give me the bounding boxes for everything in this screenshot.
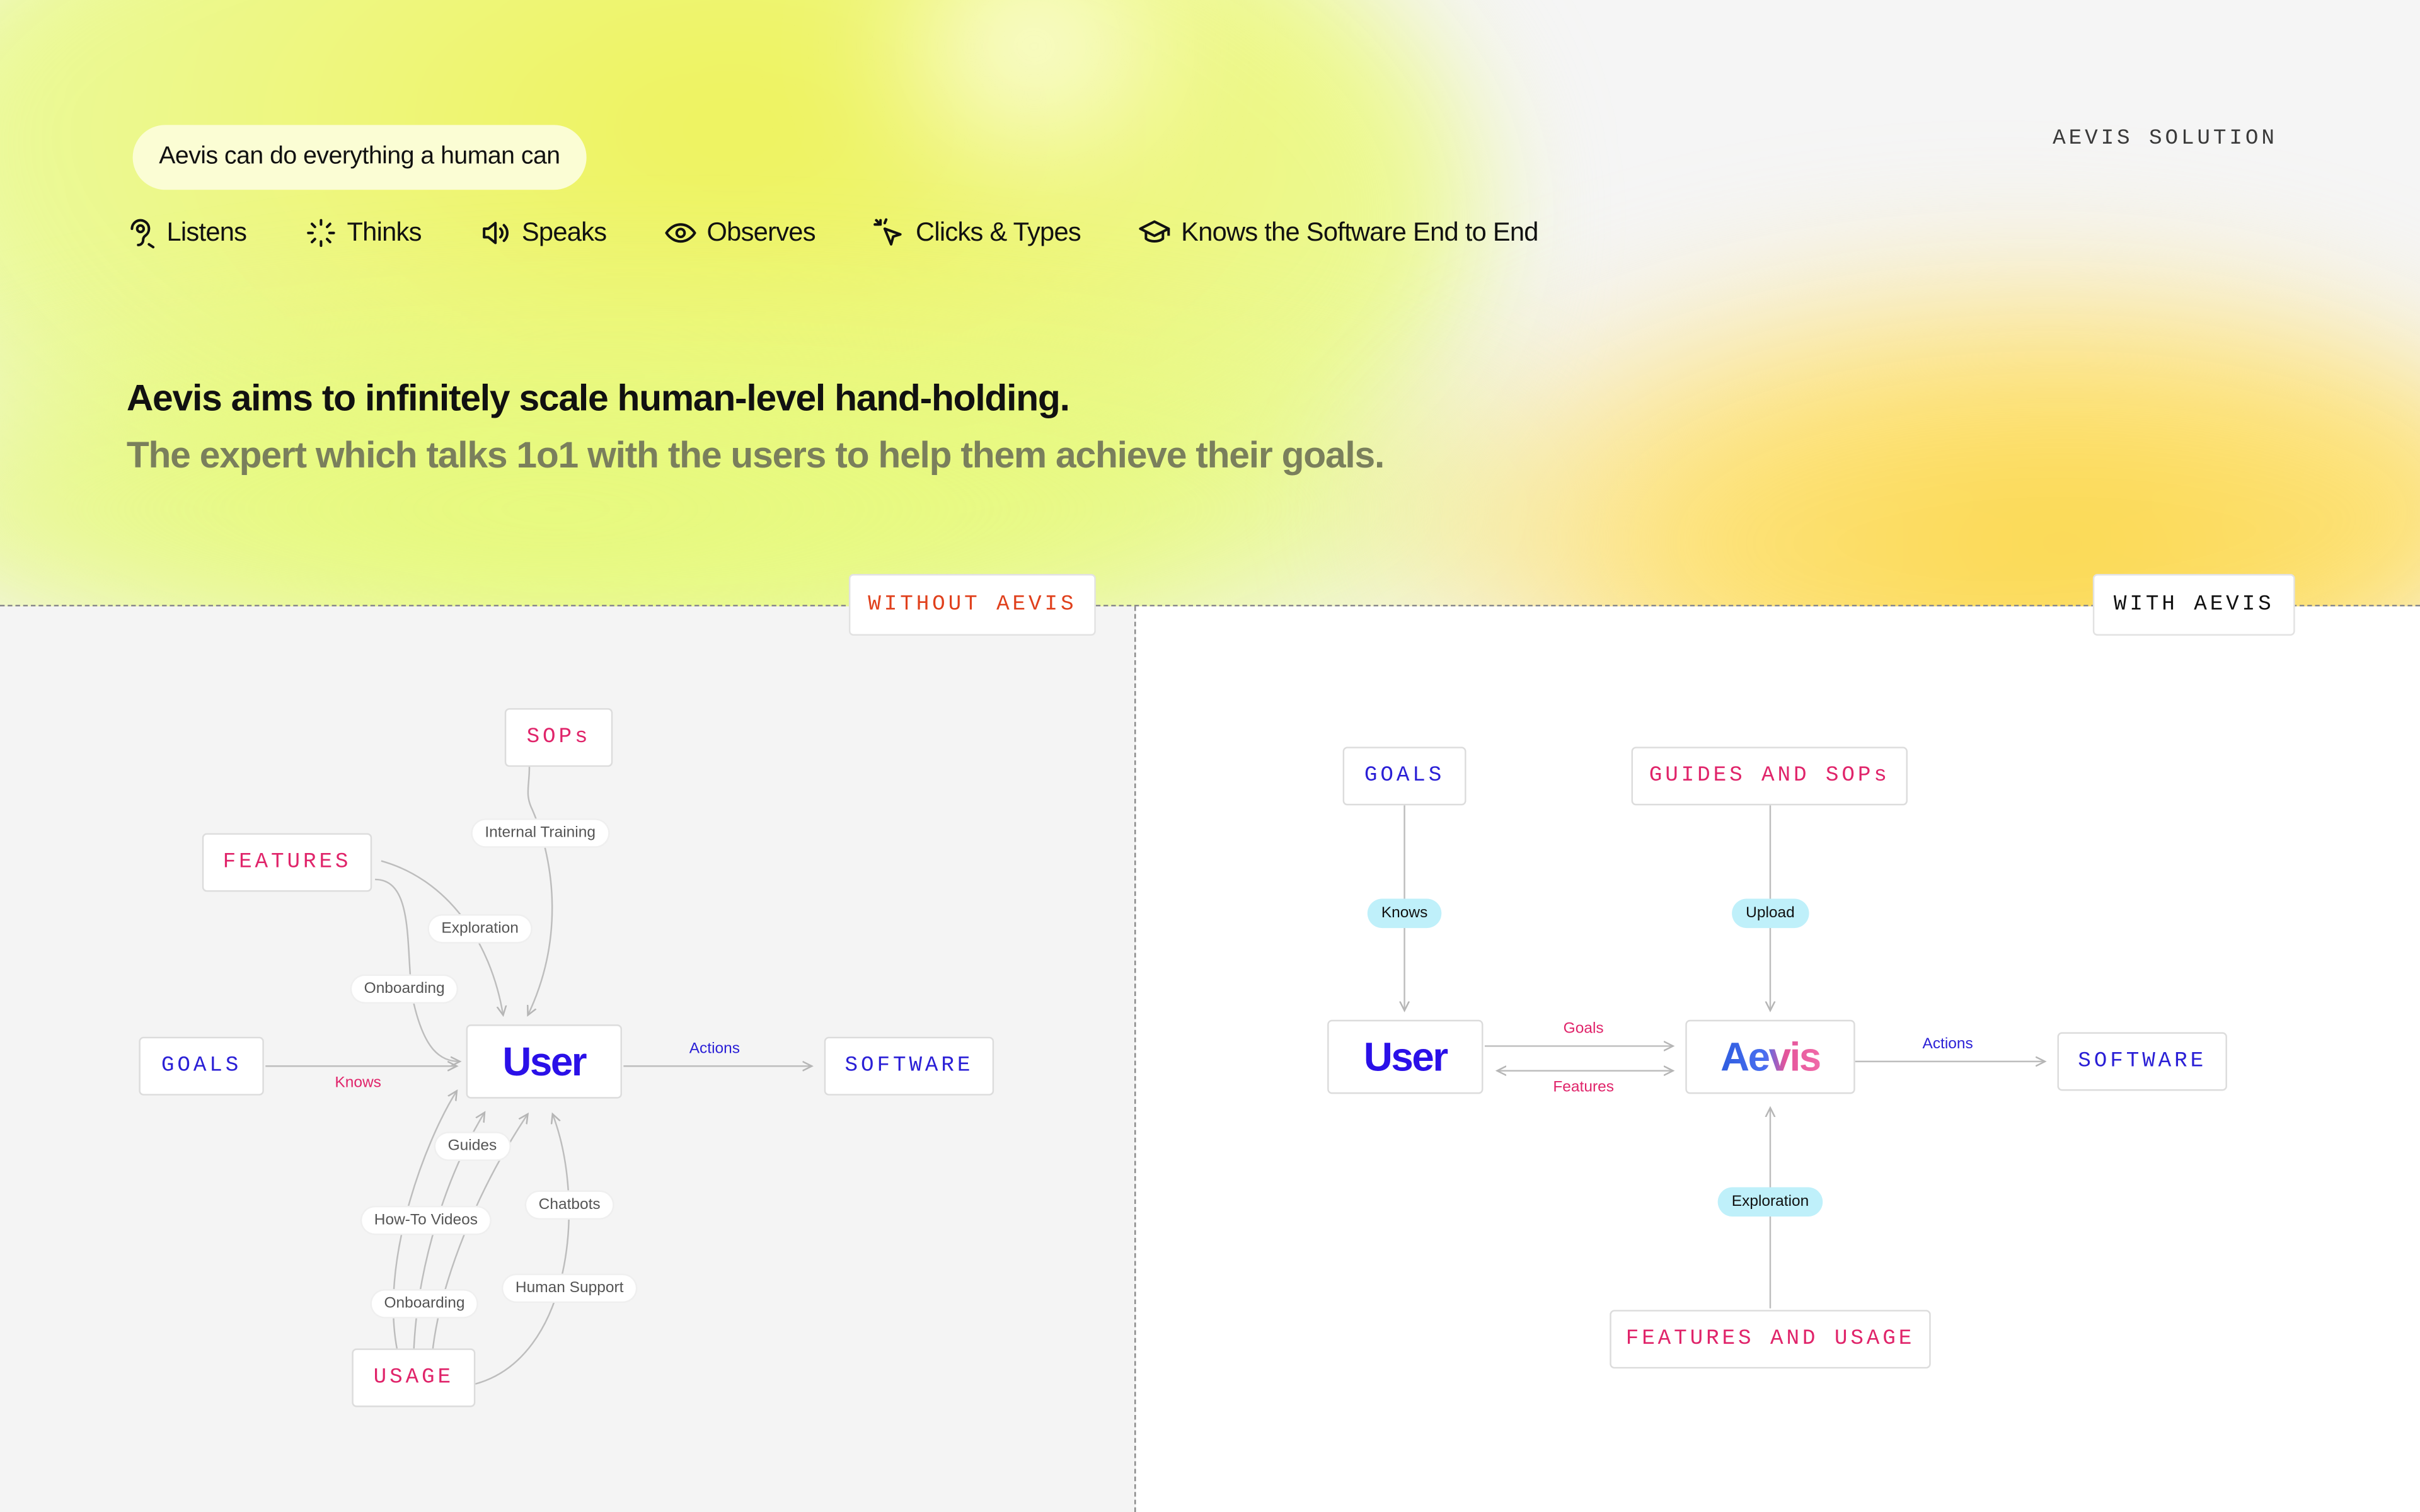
node-aevis: Aevis <box>1685 1019 1855 1094</box>
edge-label-guides: Guides <box>435 1133 509 1160</box>
without-aevis-tag: WITHOUT AEVIS <box>848 574 1096 636</box>
capability-listens: Listens <box>124 216 247 250</box>
edge-label-chatbots: Chatbots <box>526 1191 613 1218</box>
capabilities-row: Listens Thinks Speaks Observes Clicks & … <box>124 216 1595 250</box>
edge-label-actions: Actions <box>1922 1036 1973 1053</box>
hero-background <box>0 0 2420 607</box>
aevis-logo-text: Aevis <box>1720 1033 1820 1081</box>
graduation-cap-icon <box>1139 220 1171 243</box>
headline: Aevis aims to infinitely scale human-lev… <box>126 378 1070 420</box>
node-features: FEATURES <box>202 833 372 892</box>
capability-clicks: Clicks & Types <box>872 216 1081 250</box>
node-sops: SOPs <box>504 708 613 767</box>
node-user: User <box>466 1024 622 1099</box>
edge-label-howto-videos: How-To Videos <box>362 1207 490 1234</box>
horizontal-divider <box>0 605 2420 607</box>
capability-label: Thinks <box>347 217 422 247</box>
node-software: SOFTWARE <box>824 1036 994 1096</box>
capability-label: Knows the Software End to End <box>1181 217 1538 247</box>
capability-label: Observes <box>706 217 816 247</box>
edge-label-features: Features <box>1553 1079 1615 1097</box>
capability-label: Speaks <box>521 217 607 247</box>
edge-label-knows: Knows <box>335 1074 381 1092</box>
edge-label-goals: Goals <box>1563 1021 1604 1038</box>
edge-label-internal-training: Internal Training <box>472 820 608 847</box>
edge-label-actions: Actions <box>689 1040 740 1058</box>
section-tag: AEVIS SOLUTION <box>2053 126 2278 152</box>
node-goals: GOALS <box>1342 747 1466 806</box>
node-goals: GOALS <box>139 1036 264 1096</box>
loader-icon <box>306 219 335 248</box>
listen-icon <box>130 219 155 249</box>
edge-label-onboarding: Onboarding <box>352 975 458 1002</box>
edge-label-upload: Upload <box>1732 898 1809 929</box>
vertical-divider <box>1134 606 1136 1512</box>
speaker-icon <box>483 222 509 244</box>
subheadline: The expert which talks 1o1 with the user… <box>126 435 1385 477</box>
capability-label: Clicks & Types <box>916 217 1081 247</box>
node-guides-and-sops: GUIDES AND SOPs <box>1631 747 1908 806</box>
capability-thinks: Thinks <box>304 216 422 250</box>
edge-label-exploration: Exploration <box>429 915 531 942</box>
node-features-and-usage: FEATURES AND USAGE <box>1610 1310 1931 1369</box>
capability-label: Listens <box>166 217 247 247</box>
edge-label-onboarding-usage: Onboarding <box>371 1290 478 1317</box>
eye-icon <box>665 223 696 243</box>
edge-label-human-support: Human Support <box>503 1275 637 1302</box>
edge-label-knows: Knows <box>1367 898 1442 929</box>
edge-label-exploration: Exploration <box>1717 1187 1823 1217</box>
capability-observes: Observes <box>664 216 816 250</box>
cursor-click-icon <box>873 218 902 246</box>
node-usage: USAGE <box>352 1348 476 1407</box>
with-aevis-tag: WITH AEVIS <box>2092 574 2295 636</box>
capability-knows: Knows the Software End to End <box>1138 216 1538 250</box>
node-software: SOFTWARE <box>2057 1032 2227 1091</box>
node-user: User <box>1327 1019 1484 1094</box>
capability-speaks: Speaks <box>478 216 607 250</box>
hero-pill: Aevis can do everything a human can <box>132 125 587 190</box>
